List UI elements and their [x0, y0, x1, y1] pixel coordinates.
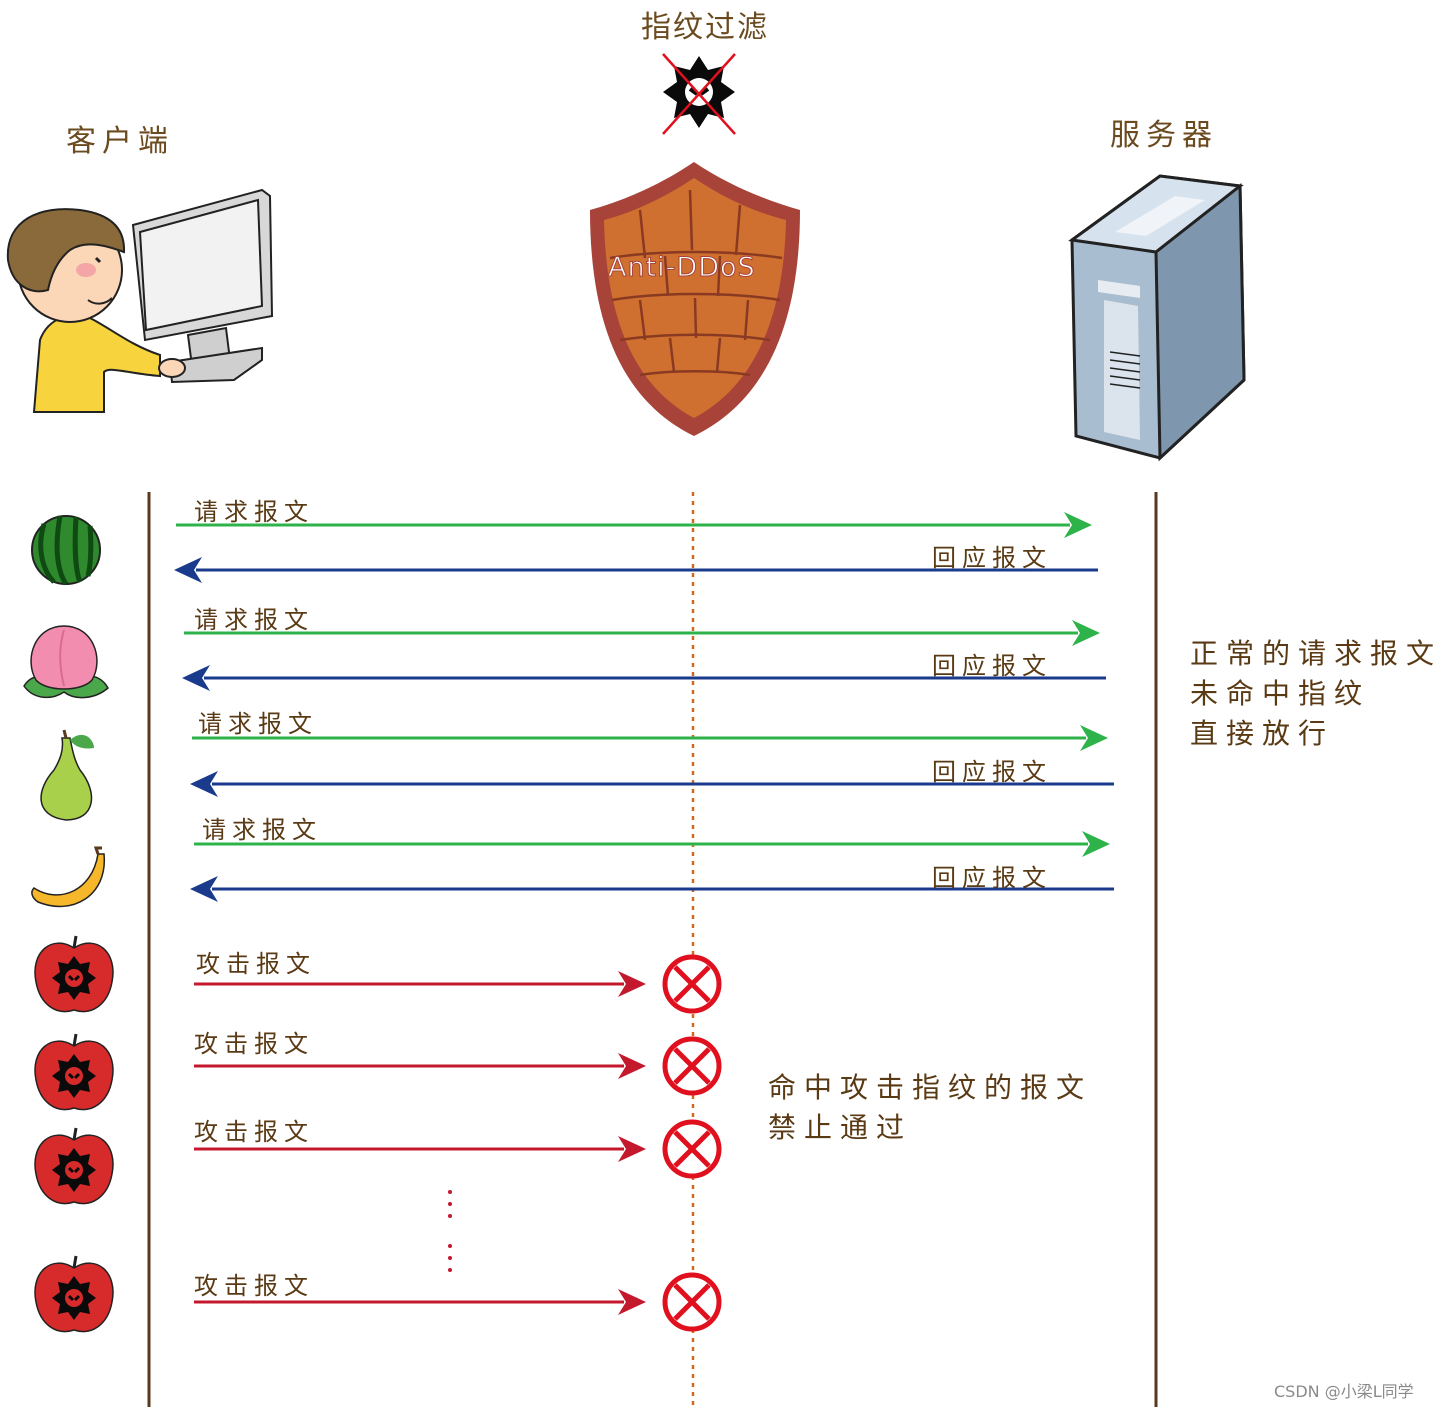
server-tower-icon	[1068, 174, 1246, 462]
attack-arrow	[194, 1289, 646, 1315]
response-arrow	[174, 557, 1098, 583]
response-label: 回应报文	[932, 652, 1052, 680]
request-arrow	[194, 831, 1110, 857]
attack-note-line1: 命中攻击指纹的报文	[768, 1071, 1093, 1104]
request-arrow	[176, 512, 1092, 538]
attack-note-line2: 禁止通过	[768, 1111, 913, 1144]
anti-ddos-shield-icon	[590, 162, 800, 436]
malicious-apple-icon	[34, 1255, 114, 1333]
peach-icon	[23, 625, 109, 699]
attack-label: 攻击报文	[196, 950, 316, 978]
response-label: 回应报文	[932, 864, 1052, 892]
client-person-computer-icon	[6, 188, 274, 413]
watermark: CSDN @小梁L同学	[1274, 1382, 1414, 1401]
response-arrow	[190, 876, 1114, 902]
filter-title: 指纹过滤	[641, 10, 769, 45]
attack-arrow	[194, 971, 646, 997]
shield-label: Anti-DDoS	[608, 252, 756, 284]
watermelon-icon	[31, 515, 101, 586]
banana-icon	[31, 846, 105, 908]
request-label: 请求报文	[202, 816, 322, 844]
attack-label: 攻击报文	[194, 1030, 314, 1058]
blocked-icon	[662, 1272, 722, 1332]
malicious-apple-icon	[34, 1127, 114, 1205]
attack-note: 命中攻击指纹的报文 禁止通过	[768, 1068, 1092, 1148]
blocked-icon	[662, 1036, 722, 1096]
request-arrow	[192, 725, 1108, 751]
client-title: 客户端	[66, 124, 174, 159]
blocked-icon	[662, 1119, 722, 1179]
response-arrow	[190, 771, 1114, 797]
normal-note-line2: 未命中指纹	[1190, 677, 1371, 710]
response-arrow	[182, 665, 1106, 691]
malicious-apple-icon	[34, 1033, 114, 1111]
pear-icon	[40, 729, 94, 821]
response-label: 回应报文	[932, 758, 1052, 786]
response-label: 回应报文	[932, 544, 1052, 572]
request-label: 请求报文	[194, 498, 314, 526]
malicious-apple-icon	[34, 935, 114, 1013]
attack-arrow	[194, 1136, 646, 1162]
fingerprint-filter-icon	[662, 53, 736, 135]
normal-note-line1: 正常的请求报文	[1190, 637, 1443, 670]
normal-note-line3: 直接放行	[1190, 717, 1335, 750]
request-label: 请求报文	[194, 606, 314, 634]
ellipsis-icon	[448, 1190, 452, 1272]
request-arrow	[184, 620, 1100, 646]
normal-note: 正常的请求报文 未命中指纹 直接放行	[1190, 634, 1442, 754]
attack-arrow	[194, 1053, 646, 1079]
blocked-icon	[662, 954, 722, 1014]
attack-label: 攻击报文	[194, 1272, 314, 1300]
server-title: 服务器	[1110, 118, 1218, 153]
attack-label: 攻击报文	[194, 1118, 314, 1146]
request-label: 请求报文	[198, 710, 318, 738]
